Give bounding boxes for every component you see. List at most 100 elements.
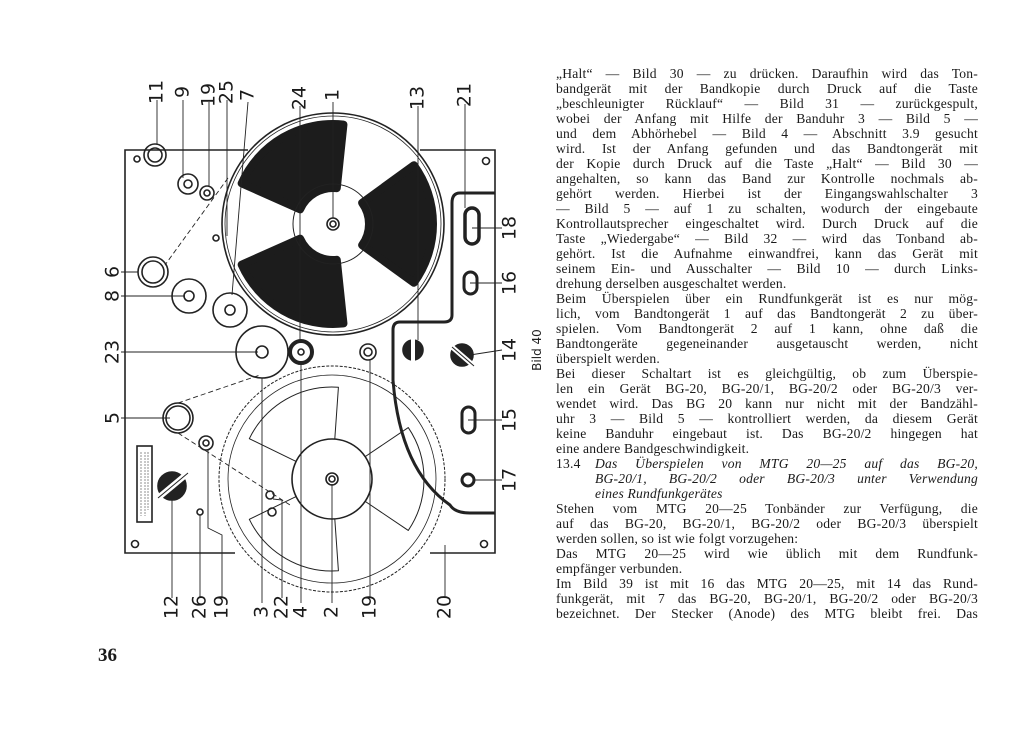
- text-line: 13.4 Das Überspielen von MTG 20—25 auf da…: [556, 456, 978, 471]
- reel-spoke: [237, 234, 348, 328]
- callout-number: 18: [499, 216, 521, 240]
- line-text: wendet wird. Das BG 20 kann nur nicht mi…: [556, 396, 978, 411]
- line-text: Beim Überspielen über ein Rundfunkgerät …: [556, 291, 978, 306]
- text-line: drehung derselben ausgeschaltet werden.: [556, 276, 978, 291]
- line-text: Das MTG 20—25 wird wie üblich mit dem Ru…: [556, 546, 978, 561]
- roller-6: [137, 256, 169, 288]
- section-number: 13.4: [556, 456, 581, 471]
- line-text: Bei dieser Schaltart ist es gleichgültig…: [556, 366, 978, 381]
- text-line: auf das BG-20, BG-20/1, BG-20/2 oder BG-…: [556, 516, 978, 531]
- callout-number: 9: [172, 86, 194, 98]
- text-line: lich, vom Bandtongerät 1 auf das Bandton…: [556, 306, 978, 321]
- line-text: uhr 3 — Bild 5 — kontrolliert werden, da…: [556, 411, 978, 426]
- line-text: drehung derselben ausgeschaltet werden.: [556, 276, 787, 291]
- leader-line: [469, 349, 503, 356]
- text-line: empfänger verbunden.: [556, 561, 978, 576]
- line-text: eine andere Bandgeschwindigkeit.: [556, 441, 750, 456]
- line-text: bandgerät mit der Bandkopie durch Druck …: [556, 81, 978, 96]
- line-text: „beschleunigter Rücklauf“ — Bild 31 — zu…: [556, 96, 978, 111]
- text-line: funkgerät, mit 7 das BG-20, BG-20/1, BG-…: [556, 591, 978, 606]
- leader-line: [231, 101, 249, 296]
- line-text: Bandtongeräte gegeneinander ausgetauscht…: [556, 336, 978, 351]
- callout-number: 24: [289, 86, 311, 110]
- leader-line: [207, 450, 223, 598]
- text-line: Kontrollautsprecher eingeschaltet wird. …: [556, 216, 978, 231]
- text-line: Taste „Wiedergabe“ — Bild 32 — wird das …: [556, 231, 978, 246]
- line-text: angehalten, so kann das Band zur Kontrol…: [556, 171, 978, 186]
- post-19-left: [198, 435, 214, 451]
- screw-hole: [133, 155, 141, 163]
- text-line: spielen. Vom Bandtongerät 2 auf 1 kann, …: [556, 321, 978, 336]
- text-line: Stehen vom MTG 20—25 Tonbänder zur Verfü…: [556, 501, 978, 516]
- line-text: bezeichnet. Der Stecker (Anode) des MTG …: [556, 606, 978, 621]
- line-text: spielen. Vom Bandtongerät 2 auf 1 kann, …: [556, 321, 978, 336]
- reel-spoke: [358, 161, 437, 287]
- line-text: keine Banduhr eingebaut ist. Das BG-20/2…: [556, 426, 978, 441]
- text-line: wird. Ist der Anfang gefunden und das Ba…: [556, 141, 978, 156]
- screw-hole: [479, 539, 489, 549]
- callout-number: 22: [271, 595, 293, 619]
- callout-number: 3: [251, 606, 273, 618]
- section-heading-text: Das Überspielen von MTG 20—25 auf das BG…: [595, 456, 978, 471]
- knob-11: [143, 143, 167, 167]
- line-text: und dem Abhörhebel — Bild 4 — Abschnitt …: [556, 126, 978, 141]
- text-line: „beschleunigter Rücklauf“ — Bild 31 — zu…: [556, 96, 978, 111]
- text-line: seinem Ein- und Ausschalter — Bild 10 — …: [556, 261, 978, 276]
- text-line: uhr 3 — Bild 5 — kontrolliert werden, da…: [556, 411, 978, 426]
- selector-14: [450, 343, 476, 368]
- info-plate: [136, 445, 153, 523]
- line-text: Taste „Wiedergabe“ — Bild 32 — wird das …: [556, 231, 978, 246]
- line-text: gehört. Ist die Aufnahme einwandfrei, ka…: [556, 246, 978, 261]
- line-text: werden sollen, so ist wie folgt vorzugeh…: [556, 531, 799, 546]
- text-line: keine Banduhr eingebaut ist. Das BG-20/2…: [556, 426, 978, 441]
- callout-number: 1: [322, 89, 344, 101]
- reel-bottom: [218, 365, 446, 593]
- line-text: der Kopie durch Druck auf die Taste „Hal…: [556, 156, 978, 171]
- text-line: eines Rundfunkgerätes: [556, 486, 978, 501]
- pinch-roller-24: [288, 339, 314, 365]
- section-heading-text: BG-20/1, BG-20/2 oder BG-20/3 unter Verw…: [595, 471, 978, 486]
- tape-path: [164, 177, 291, 506]
- line-text: Kontrollautsprecher eingeschaltet wird. …: [556, 216, 978, 231]
- selector-13: [402, 338, 424, 362]
- screw-hole: [130, 539, 140, 549]
- roller-9: [177, 173, 199, 195]
- callout-number: 19: [359, 595, 381, 619]
- callout-number: 5: [102, 412, 124, 424]
- callout-number: 12: [161, 595, 183, 619]
- text-line: wendet wird. Das BG 20 kann nur nicht mi…: [556, 396, 978, 411]
- button-17: [460, 472, 476, 488]
- body-text: „Halt“ — Bild 30 — zu drücken. Daraufhin…: [556, 66, 978, 621]
- callout-number: 20: [434, 595, 456, 619]
- text-line: eine andere Bandgeschwindigkeit.: [556, 441, 978, 456]
- line-text: überspielt werden.: [556, 351, 661, 366]
- guide-25: [212, 234, 220, 242]
- callout-number: 8: [102, 290, 124, 302]
- line-text: funkgerät, mit 7 das BG-20, BG-20/1, BG-…: [556, 591, 978, 606]
- text-line: Bandtongeräte gegeneinander ausgetauscht…: [556, 336, 978, 351]
- leader-line: [272, 498, 283, 598]
- line-text: — Bild 5 — auf 1 zu schalten, wodurch de…: [556, 201, 978, 216]
- callout-number: 4: [290, 606, 312, 618]
- indicator-26: [196, 508, 204, 516]
- page-number: 36: [98, 645, 117, 666]
- text-line: BG-20/1, BG-20/2 oder BG-20/3 unter Verw…: [556, 471, 978, 486]
- callout-number: 6: [102, 266, 124, 278]
- text-line: gehört werden. Hierbei ist der Eingangsw…: [556, 186, 978, 201]
- callout-number: 15: [499, 408, 521, 432]
- line-text: Im Bild 39 ist mit 16 das MTG 20—25, mit…: [556, 576, 978, 591]
- screw-hole: [481, 156, 491, 166]
- callout-number: 26: [189, 595, 211, 619]
- callout-number: 23: [102, 340, 124, 364]
- knob-12: [156, 470, 190, 501]
- text-line: Im Bild 39 ist mit 16 das MTG 20—25, mit…: [556, 576, 978, 591]
- line-text: „Halt“ — Bild 30 — zu drücken. Daraufhin…: [556, 66, 978, 81]
- line-text: gehört werden. Hierbei ist der Eingangsw…: [556, 186, 978, 201]
- callout-number: 17: [499, 468, 521, 492]
- figure-caption: Bild 40: [530, 329, 544, 371]
- callout-number: 7: [237, 89, 259, 101]
- line-text: wobei der Anfang mit Hilfe der Banduhr 3…: [556, 111, 978, 126]
- callout-number: 11: [146, 80, 168, 104]
- text-line: werden sollen, so ist wie folgt vorzugeh…: [556, 531, 978, 546]
